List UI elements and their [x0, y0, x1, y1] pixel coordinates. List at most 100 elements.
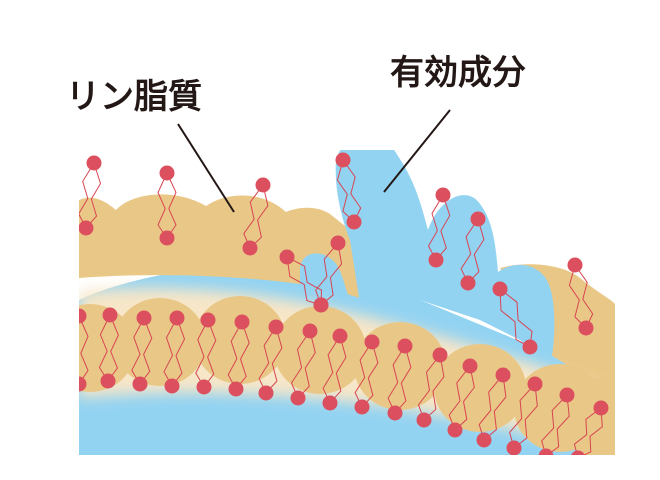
hydrophilic-head: [364, 334, 380, 350]
phospholipid-molecule: [335, 152, 362, 230]
fatty-acid-tail: [448, 365, 471, 431]
phospholipid-molecule: [447, 358, 478, 438]
phospholipid-molecule: [354, 334, 380, 415]
phospholipid-molecule: [195, 312, 217, 395]
phospholipid-molecule: [313, 235, 346, 313]
fatty-acid-tail: [394, 345, 412, 414]
fatty-acid-tail: [107, 314, 119, 382]
bilayer-blob: [434, 344, 526, 432]
fatty-acid-tail: [243, 184, 264, 249]
fatty-acid-tail: [583, 407, 603, 455]
fatty-acid-tail: [361, 341, 379, 408]
fatty-acid-tail: [286, 256, 323, 306]
hydrophilic-head: [506, 440, 522, 455]
hydrophilic-head: [332, 328, 348, 344]
hydrophilic-head: [132, 376, 148, 392]
fatty-acid-tail: [249, 184, 269, 249]
fatty-acid-tail: [98, 314, 111, 382]
fatty-acid-tail: [320, 242, 343, 306]
fatty-acid-tail: [315, 242, 339, 306]
phospholipid-molecule: [460, 211, 486, 291]
hydrophilic-head: [476, 432, 492, 448]
hydrophilic-head: [527, 376, 543, 392]
hydrophilic-head: [460, 275, 476, 291]
fatty-acid-tail: [427, 194, 444, 261]
phospholipid-molecule: [242, 177, 271, 256]
hydrophilic-head: [159, 165, 175, 181]
hydrophilic-head: [159, 230, 175, 246]
fatty-acid-tail: [85, 162, 102, 229]
hydrophilic-head: [559, 387, 575, 403]
fatty-acid-tail: [171, 317, 186, 387]
phospholipid-molecule: [79, 308, 89, 392]
upper-lipid-layer: [79, 194, 360, 298]
bilayer-blob: [114, 298, 206, 386]
fatty-acid-tail: [79, 316, 80, 384]
hydrophilic-head: [234, 314, 250, 330]
bilayer-blob: [354, 322, 446, 410]
phospholipid-label: リン脂質: [66, 77, 202, 117]
hydrophilic-head: [416, 412, 432, 428]
fatty-acid-tail: [541, 394, 568, 455]
hydrophilic-head: [100, 373, 116, 389]
hydrophilic-head: [136, 310, 152, 326]
active-ingredient-bump: [300, 253, 350, 300]
fatty-acid-tail: [509, 383, 536, 449]
hydrophilic-head: [200, 312, 216, 328]
fatty-acid-tail: [265, 326, 283, 394]
hydrophilic-head: [462, 358, 478, 374]
phospholipid-molecule: [79, 155, 102, 236]
hydrophilic-head: [290, 390, 306, 406]
hydrophilic-head: [578, 320, 594, 336]
fatty-acid-tail: [336, 159, 355, 223]
hydrophilic-head: [354, 399, 370, 415]
fatty-acid-tail: [258, 326, 277, 394]
hydrophilic-head: [302, 323, 318, 339]
fatty-acid-tail: [454, 365, 475, 431]
phospholipid-molecule: [567, 257, 594, 336]
phospholipid-molecule: [98, 307, 119, 389]
hydrophilic-head: [279, 249, 295, 265]
phospholipid-molecule: [157, 165, 177, 246]
phospholipid-leader-line: [177, 123, 235, 213]
fatty-acid-tail: [227, 321, 243, 390]
phospholipid-molecule: [571, 400, 609, 455]
fatty-acid-tail: [423, 354, 445, 421]
fatty-acid-tail: [499, 288, 531, 348]
fatty-acid-tail: [131, 317, 145, 385]
fatty-acid-tail: [574, 264, 594, 329]
hydrophilic-head: [495, 367, 511, 383]
hydrophilic-head: [322, 395, 338, 411]
fatty-acid-tail: [478, 374, 504, 441]
hydrophilic-head: [435, 187, 451, 203]
hydrophilic-head: [492, 281, 508, 297]
phospholipid-molecule: [163, 310, 186, 394]
hydrophilic-head: [79, 376, 87, 392]
hydrophilic-head: [79, 308, 87, 324]
hydrophilic-head: [567, 257, 583, 273]
fatty-acid-tail: [297, 330, 316, 399]
hydrophilic-head: [593, 400, 609, 416]
hydrophilic-head: [242, 240, 258, 256]
fatty-acid-tail: [435, 194, 451, 261]
fatty-acid-tail: [417, 354, 441, 421]
fatty-acid-tail: [79, 162, 95, 229]
phospholipid-molecule: [476, 367, 511, 448]
phospholipid-molecule: [427, 187, 451, 268]
bilayer-blob: [564, 376, 615, 455]
phospholipid-molecule: [492, 281, 538, 355]
hydrophilic-head: [164, 378, 180, 394]
hydrophilic-head: [335, 152, 351, 168]
fatty-acid-tail: [290, 330, 311, 399]
phospholipid-molecule: [538, 387, 575, 455]
hydrophilic-head: [228, 381, 244, 397]
phospholipid-molecule: [290, 323, 318, 406]
phospholipid-molecule: [506, 376, 543, 455]
hydrophilic-head: [346, 214, 362, 230]
phospholipid-molecule: [258, 319, 284, 401]
fatty-acid-tail: [195, 319, 209, 388]
phospholipid-molecule: [387, 338, 413, 421]
bilayer-blob: [194, 296, 286, 384]
